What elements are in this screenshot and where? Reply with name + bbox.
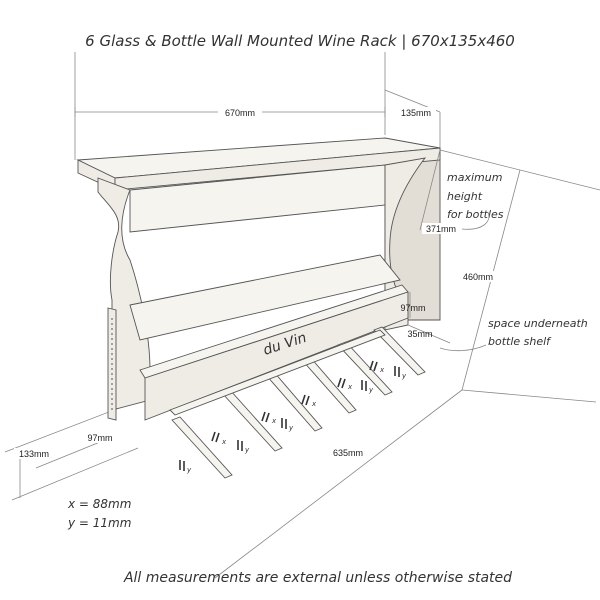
depth-top-label: 135mm [401,108,431,118]
svg-text:y: y [368,386,374,394]
diagram-title: 6 Glass & Bottle Wall Mounted Wine Rack … [85,32,515,50]
bottle-note-line-2: height [447,190,483,203]
bottle-note-line-3: for bottles [447,208,504,221]
bottle-height-label: 371mm [426,224,456,234]
svg-text:x: x [347,383,353,391]
dimension-side-depth: 97mm [80,432,120,443]
svg-text:x: x [379,366,385,374]
svg-text:y: y [244,446,250,454]
shelf-lip-label: 97mm [400,303,425,313]
bottle-note-line-1: maximum [447,171,502,184]
dimension-depth-top: 135mm [396,107,436,118]
dimension-shelf-lip: 97mm [400,292,426,318]
dimension-base-depth: 133mm [14,448,54,459]
legend-y: y = 11mm [67,516,131,530]
svg-text:x: x [271,417,277,425]
space-note: space underneath bottle shelf [439,317,588,352]
svg-text:y: y [186,466,192,474]
svg-text:x: x [311,400,317,408]
svg-text:y: y [401,372,407,380]
dimension-bottle-height: 371mm [419,149,462,234]
bottle-note: maximum height for bottles [447,171,504,230]
dimension-underneath: 35mm [407,324,451,344]
total-height-label: 460mm [463,272,493,282]
side-depth-label: 97mm [87,433,112,443]
dimension-total-height: 460mm [457,271,499,282]
width-top-label: 670mm [225,108,255,118]
legend-x: x = 88mm [67,497,131,511]
bottle-shelf-front: du Vin [139,284,409,421]
base-width-label: 635mm [333,448,363,458]
peg-legend: x = 88mm y = 11mm [67,497,131,530]
underneath-label: 35mm [407,329,432,339]
svg-text:y: y [288,424,294,432]
base-depth-label: 133mm [19,449,49,459]
footer-note: All measurements are external unless oth… [123,570,512,586]
glass-pegs: x y x y x y x y x y [179,360,407,474]
space-note-line-1: space underneath [488,317,588,330]
dimension-width-top: 670mm [74,107,386,118]
glass-rails [169,326,426,479]
space-note-line-2: bottle shelf [488,335,552,348]
bottle-shelf-back [129,254,401,341]
dimension-base-width: 635mm [326,447,370,458]
svg-text:x: x [221,438,227,446]
